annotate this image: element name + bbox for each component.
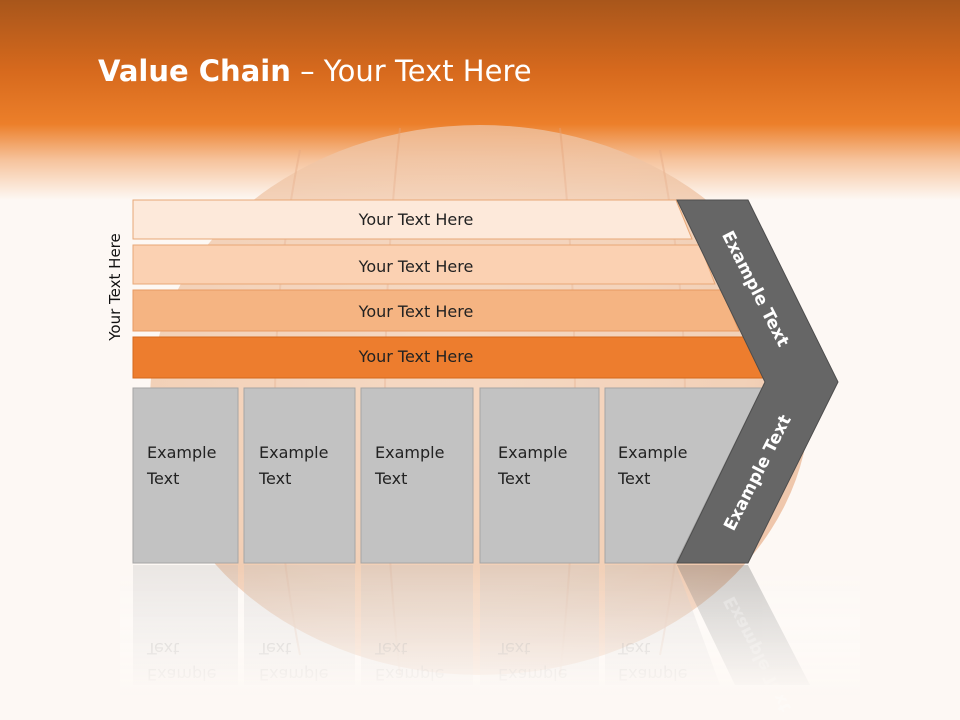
- title-rest: – Your Text Here: [290, 54, 532, 88]
- box-2: Example Text: [243, 387, 356, 564]
- box-3-line2: Text: [374, 469, 407, 488]
- svg-text:Example Text: Example Text: [258, 443, 334, 488]
- row-4-label: Your Text Here: [358, 347, 474, 366]
- row-2: Your Text Here: [132, 244, 716, 285]
- box-4: Example Text: [479, 387, 600, 564]
- box-5-line2: Text: [617, 469, 650, 488]
- box-4-line1: Example: [498, 443, 567, 462]
- box-1-line1: Example: [147, 443, 216, 462]
- row-4: Your Text Here: [132, 336, 764, 379]
- slide-title: Value Chain – Your Text Here: [98, 54, 532, 88]
- row-1-label: Your Text Here: [358, 210, 474, 229]
- reflection-fade: [120, 565, 860, 695]
- title-bold: Value Chain: [98, 54, 291, 88]
- svg-text:Example Text: Example Text: [617, 443, 693, 488]
- row-3: Your Text Here: [132, 289, 740, 332]
- row-2-label: Your Text Here: [358, 257, 474, 276]
- svg-text:Example Text: Example Text: [497, 443, 573, 488]
- row-3-label: Your Text Here: [358, 302, 474, 321]
- box-3-line1: Example: [375, 443, 444, 462]
- svg-text:Example Text: Example Text: [374, 443, 450, 488]
- box-5: Example Text: [604, 387, 763, 564]
- box-4-line2: Text: [497, 469, 530, 488]
- box-1: Example Text: [132, 387, 239, 564]
- box-1-line2: Text: [146, 469, 179, 488]
- svg-text:Example Text: Example Text: [146, 443, 222, 488]
- box-2-line2: Text: [258, 469, 291, 488]
- box-5-line1: Example: [618, 443, 687, 462]
- box-2-line1: Example: [259, 443, 328, 462]
- side-label: Your Text Here: [106, 233, 124, 341]
- row-1: Your Text Here: [132, 199, 693, 240]
- box-3: Example Text: [360, 387, 474, 564]
